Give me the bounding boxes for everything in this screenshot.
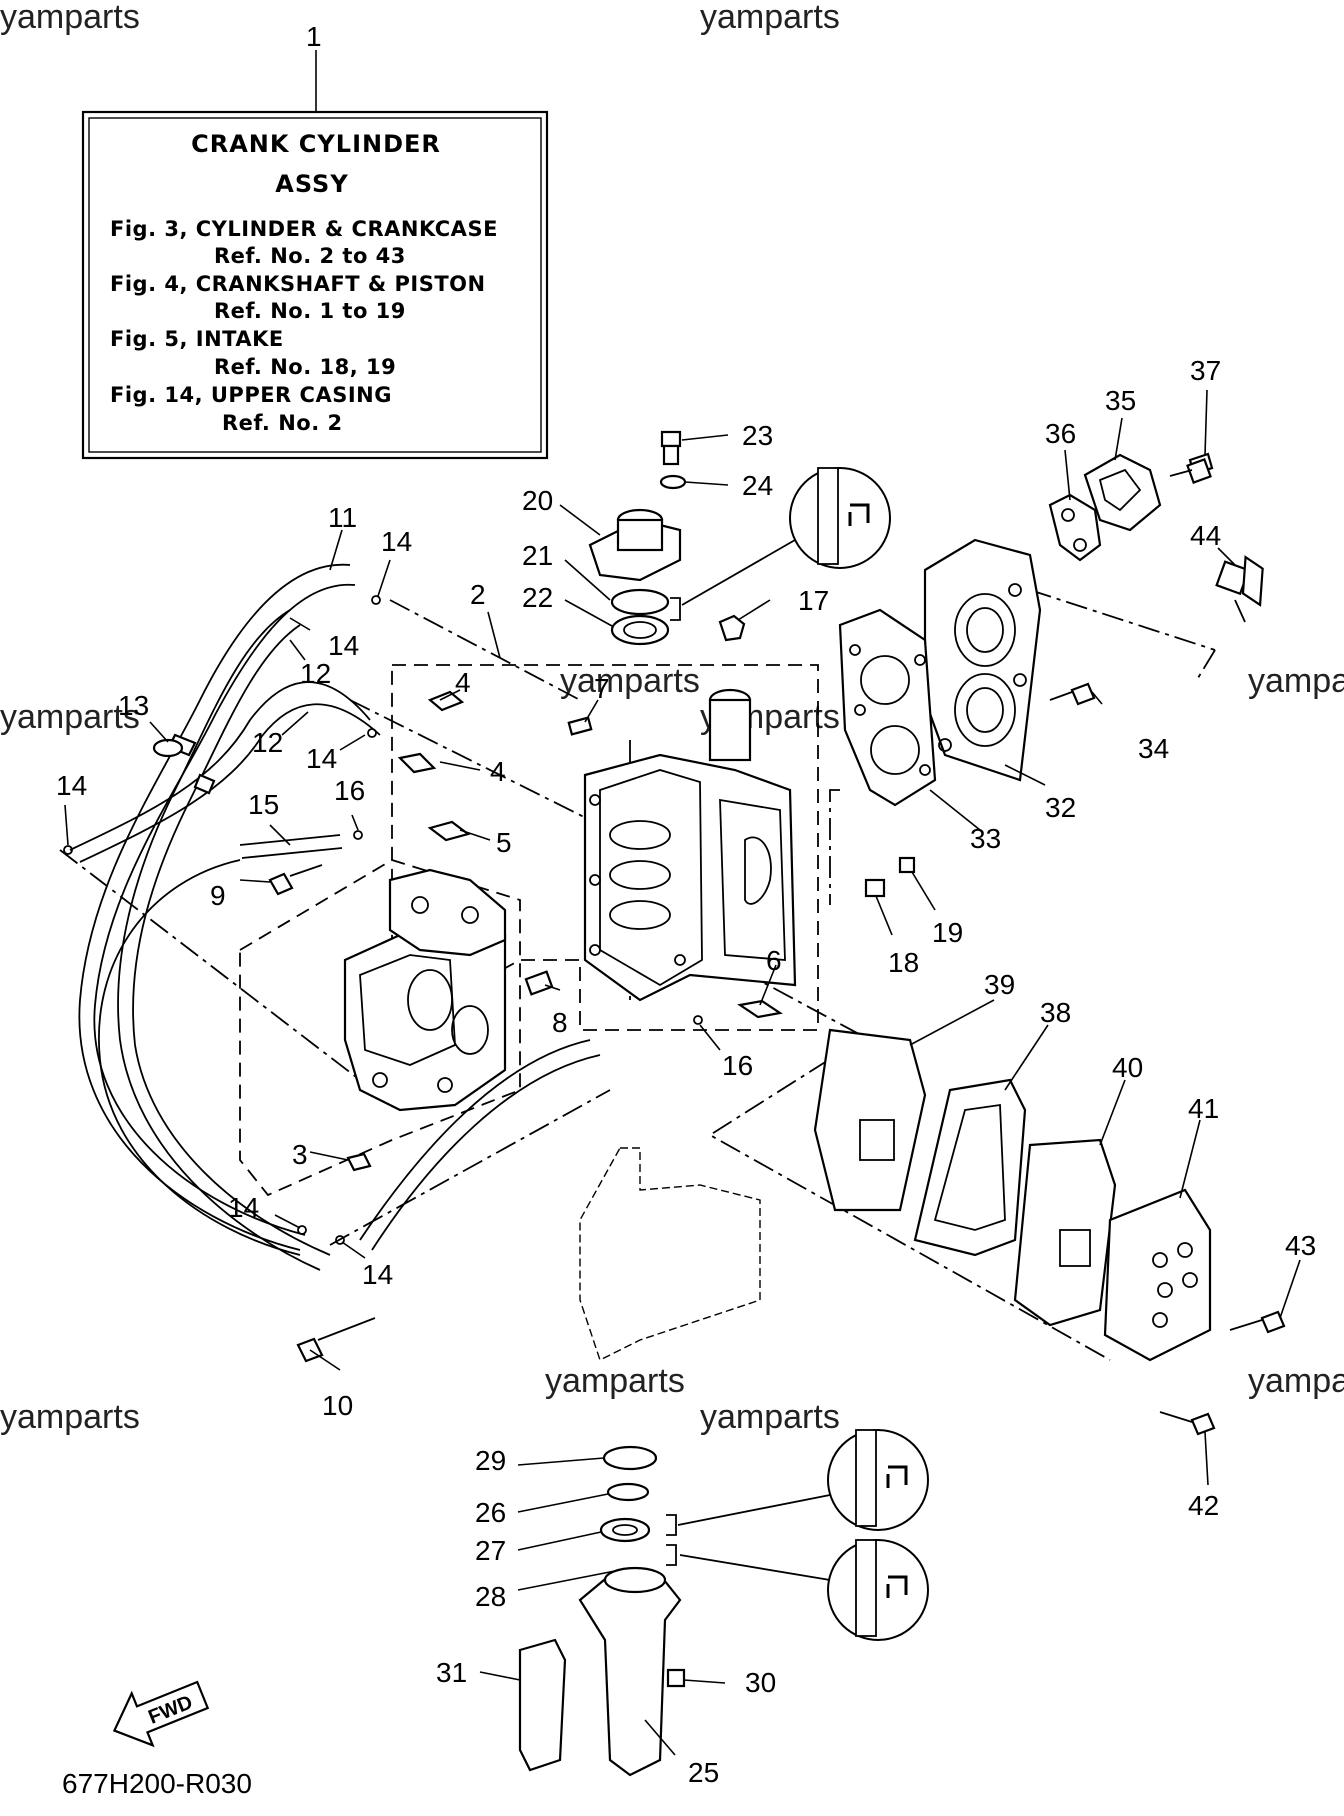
callout-9: 9 [210,880,226,911]
callout-3: 3 [292,1139,308,1170]
callout-18: 18 [888,947,919,978]
grease-symbol [666,1539,929,1641]
leader-lines [64,389,1301,1756]
callout-16: 16 [722,1050,753,1081]
callout-27: 27 [475,1535,506,1566]
callout-17: 17 [798,585,829,616]
callout-12: 12 [252,727,283,758]
callout-41: 41 [1188,1093,1219,1124]
crankcase [343,868,507,1112]
head-gasket [838,608,937,807]
callout-23: 23 [742,420,773,451]
box-title: CRANK CYLINDER [191,130,441,158]
callout-16: 16 [334,775,365,806]
callout-8: 8 [552,1007,568,1038]
callout-7: 7 [594,673,610,704]
callout-40: 40 [1112,1052,1143,1083]
callout-35: 35 [1105,385,1136,416]
callout-12: 12 [300,658,331,689]
callout-14: 14 [306,743,337,774]
callout-14: 14 [328,630,359,661]
callout-14: 14 [228,1192,259,1223]
callout-15: 15 [248,789,279,820]
box-line: Fig. 14, UPPER CASING [110,383,392,407]
callout-28: 28 [475,1581,506,1612]
callout-19: 19 [932,917,963,948]
callout-37: 37 [1190,355,1221,386]
callout-labels: 2 3 4 4 5 6 7 8 9 10 11 12 12 13 14 14 1… [56,355,1316,1788]
box-subtitle: ASSY [275,170,348,198]
grease-symbol-group [666,467,929,1641]
callout-4: 4 [490,756,506,787]
callout-33: 33 [970,823,1001,854]
watermark: yamparts [700,1398,840,1436]
box-line: Ref. No. 2 to 43 [214,244,406,268]
shaft-housing [518,1445,686,1777]
diagram-code: 677H200-R030 [62,1768,252,1799]
callout-14: 14 [362,1259,393,1290]
hardware [63,595,1286,1436]
callout-14: 14 [381,526,412,557]
callout-42: 42 [1188,1490,1219,1521]
callout-4: 4 [455,667,471,698]
callout-2: 2 [470,579,486,610]
callout-39: 39 [984,969,1015,1000]
callout-38: 38 [1040,997,1071,1028]
assembly-info-box: 1 CRANK CYLINDER ASSY Fig. 3, CYLINDER &… [81,21,549,460]
callout-22: 22 [522,582,553,613]
watermark: yamparts [700,0,840,36]
fwd-arrow: FWD [112,1680,210,1748]
callout-29: 29 [475,1445,506,1476]
box-line: Fig. 5, INTAKE [110,327,284,351]
box-line: Ref. No. 18, 19 [214,355,396,379]
callout-31: 31 [436,1657,467,1688]
callout-6: 6 [766,945,782,976]
water-outlet [588,430,746,646]
watermark: yamparts [0,1398,140,1436]
callout-30: 30 [745,1667,776,1698]
grease-symbol [666,1429,929,1536]
callout-21: 21 [522,540,553,571]
box-line: Ref. No. 1 to 19 [214,299,406,323]
box-line: Fig. 4, CRANKSHAFT & PISTON [110,272,486,296]
hose-group [69,563,601,1271]
callout-36: 36 [1045,418,1076,449]
watermark: yamparts [1248,1362,1344,1400]
callout-25: 25 [688,1757,719,1788]
callout-11: 11 [328,502,357,533]
spark-plug [1215,555,1264,623]
watermark-layer: yamparts yamparts yamparts yamparts yamp… [0,0,1344,1436]
callout-1: 1 [306,21,322,52]
watermark: yamparts [560,662,700,700]
box-line: Ref. No. 2 [222,411,343,435]
ghost-upper-casing [579,1147,761,1361]
callout-32: 32 [1045,792,1076,823]
watermark: yamparts [1248,662,1344,700]
callout-13: 13 [118,690,149,721]
cylinder-head [923,538,1042,782]
callout-43: 43 [1285,1230,1316,1261]
watermark: yamparts [0,698,140,736]
cylinder-block [583,688,797,1002]
callout-24: 24 [742,470,773,501]
callout-14: 14 [56,770,87,801]
callout-34: 34 [1138,733,1169,764]
callout-10: 10 [322,1390,353,1421]
callout-44: 44 [1190,520,1221,551]
callout-20: 20 [522,485,553,516]
thermostat-cover [1048,452,1214,562]
callout-26: 26 [475,1497,506,1528]
exhaust-cover-set [813,1028,1212,1362]
callout-5: 5 [496,827,512,858]
watermark: yamparts [545,1362,685,1400]
box-line: Fig. 3, CYLINDER & CRANKCASE [110,217,498,241]
watermark: yamparts [0,0,140,36]
grease-symbol [670,467,891,621]
